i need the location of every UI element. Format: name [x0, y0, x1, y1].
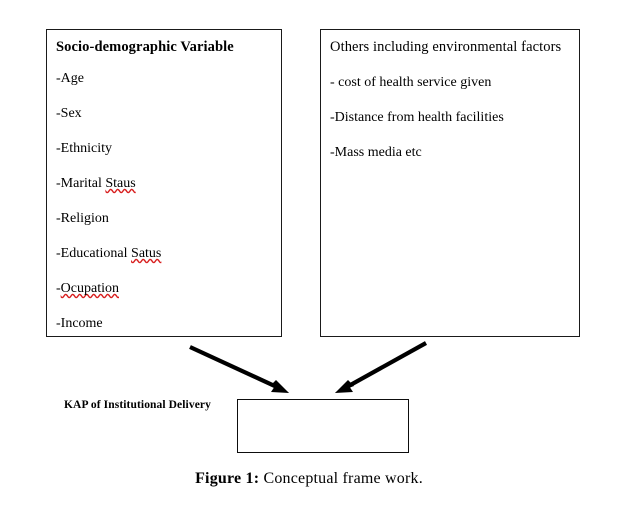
list-item: -Distance from health facilities	[330, 110, 504, 125]
spellcheck-underline: Staus	[105, 176, 136, 191]
arrow-others-to-outcome	[335, 341, 428, 393]
outcome-box-label: KAP of Institutional Delivery	[64, 399, 211, 411]
socio-demographic-box: Socio-demographic Variable -Age -Sex -Et…	[46, 29, 282, 337]
list-item: -Age	[56, 71, 84, 86]
socio-demographic-item-list: -Age -Sex -Ethnicity -Marital Staus -Rel…	[56, 71, 271, 332]
list-item: -Ethnicity	[56, 141, 112, 156]
list-item-text: -Educational Satus	[56, 246, 162, 261]
socio-demographic-box-title: Socio-demographic Variable	[56, 39, 234, 55]
others-environmental-box-title: Others including environmental factors	[330, 39, 562, 55]
list-item: -Educational Satus	[56, 246, 271, 262]
outcome-box-content	[238, 400, 408, 452]
list-item: -Marital Staus	[56, 176, 271, 192]
outcome-box	[237, 399, 409, 453]
list-item: -Religion	[56, 211, 109, 226]
list-item: -Sex	[56, 106, 82, 121]
list-item: - cost of health service given	[330, 75, 492, 90]
arrow-socio-to-outcome	[189, 345, 289, 393]
others-environmental-box-content: Others including environmental factors -…	[321, 30, 579, 336]
spellcheck-underline: Satus	[131, 246, 162, 261]
others-environmental-box: Others including environmental factors -…	[320, 29, 580, 337]
figure-caption-text: Conceptual frame work.	[259, 470, 423, 487]
figure-caption: Figure 1: Conceptual frame work.	[0, 468, 618, 490]
list-item: -Income	[56, 316, 103, 331]
spellcheck-underline: Ocupation	[60, 281, 119, 296]
list-item: -Ocupation	[56, 281, 271, 297]
list-item-text: -Marital Staus	[56, 176, 136, 191]
others-environmental-item-list: - cost of health service given -Distance…	[330, 75, 569, 161]
socio-demographic-box-content: Socio-demographic Variable -Age -Sex -Et…	[47, 30, 281, 336]
figure-caption-label: Figure 1:	[195, 470, 260, 487]
list-item-text: -Ocupation	[56, 281, 119, 296]
list-item: -Mass media etc	[330, 145, 422, 160]
